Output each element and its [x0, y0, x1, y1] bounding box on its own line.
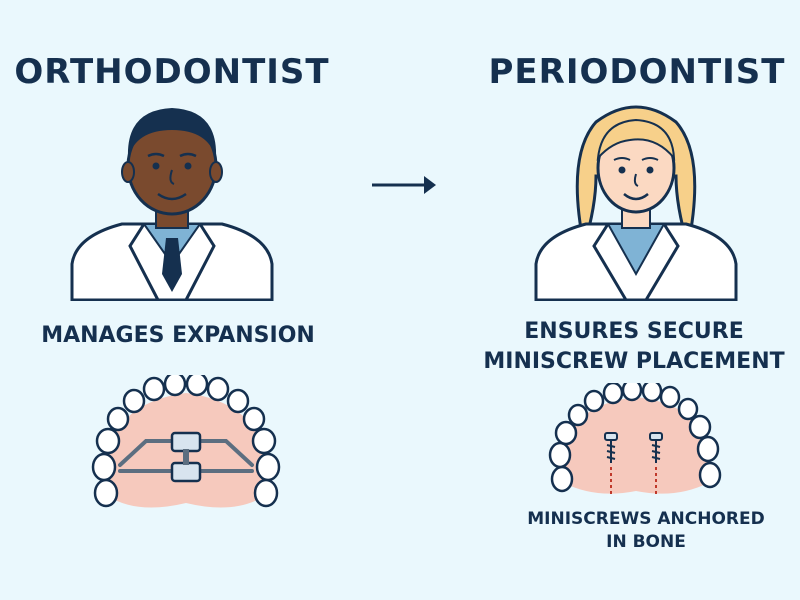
female-doctor-icon [534, 105, 738, 301]
orthodontist-title: ORTHODONTIST [14, 52, 330, 92]
palatal-expander-icon [91, 375, 281, 508]
miniscrew-caption: MINISCREWS ANCHORED IN BONE [527, 508, 765, 554]
periodontist-title: PERIODONTIST [488, 52, 786, 92]
right-arrow-icon [372, 176, 436, 194]
periodontist-caption: ENSURES SECURE MINISCREW PLACEMENT [483, 317, 784, 376]
miniscrew-caption-line2: IN BONE [606, 531, 686, 552]
miniscrew-caption-line1: MINISCREWS ANCHORED [527, 509, 765, 529]
periodontist-caption-line1: ENSURES SECURE [524, 319, 744, 344]
orthodontist-caption: MANAGES EXPANSION [41, 323, 315, 348]
periodontist-caption-line2: MINISCREW PLACEMENT [483, 348, 785, 374]
miniscrew-arch-icon [548, 383, 722, 497]
male-doctor-icon [70, 108, 274, 301]
